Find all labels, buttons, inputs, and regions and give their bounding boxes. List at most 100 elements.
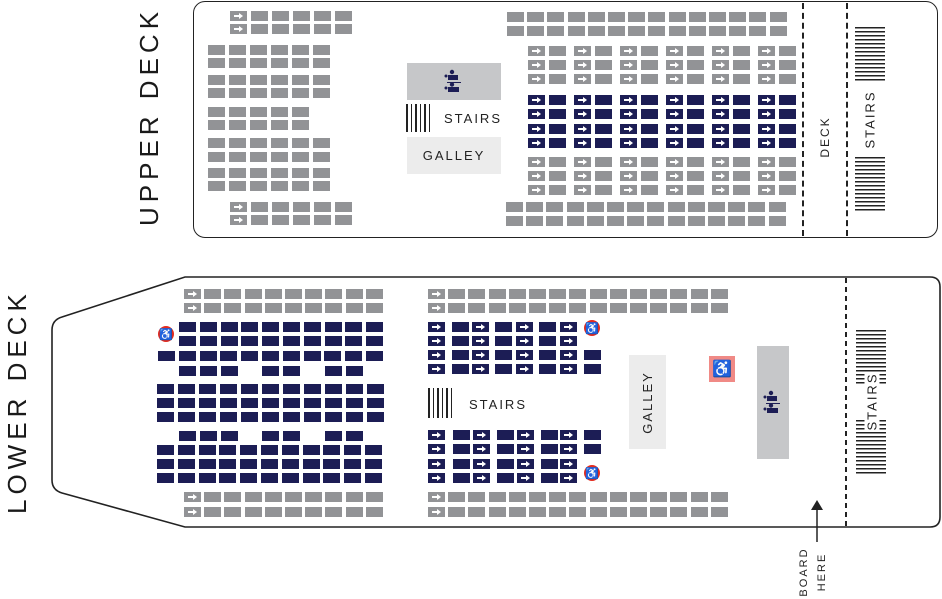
seat[interactable] [241,398,258,408]
seat[interactable] [157,398,174,408]
seat[interactable] [178,459,195,469]
seat[interactable] [489,303,506,313]
seat-priority[interactable] [472,336,489,346]
seat-priority[interactable] [473,430,490,440]
seat-priority[interactable] [428,430,445,440]
seat[interactable] [729,26,746,36]
seat[interactable] [271,45,288,55]
seat-priority[interactable] [528,185,545,195]
seat[interactable] [313,75,330,85]
seat[interactable] [549,157,566,167]
seat[interactable] [595,138,612,148]
seat[interactable] [689,26,706,36]
seat[interactable] [251,24,268,34]
seat-priority[interactable] [712,171,729,181]
seat[interactable] [241,412,258,422]
seat-priority[interactable] [574,185,591,195]
seat[interactable] [344,473,361,483]
seat[interactable] [325,336,342,346]
seat[interactable] [549,303,566,313]
seat[interactable] [314,24,331,34]
seat-priority[interactable] [230,215,247,225]
seat[interactable] [547,12,564,22]
seat[interactable] [691,303,708,313]
seat[interactable] [687,171,704,181]
seat[interactable] [208,120,225,130]
seat-priority[interactable] [666,46,683,56]
seat[interactable] [729,12,746,22]
seat[interactable] [208,181,225,191]
seat[interactable] [691,492,708,502]
seat[interactable] [584,430,601,440]
seat-priority[interactable] [560,336,577,346]
seat[interactable] [526,216,543,226]
seat[interactable] [452,364,469,374]
seat[interactable] [220,384,237,394]
seat[interactable] [468,303,485,313]
seat[interactable] [568,26,585,36]
seat[interactable] [292,58,309,68]
seat[interactable] [178,398,195,408]
seat[interactable] [178,445,195,455]
seat[interactable] [628,12,645,22]
seat[interactable] [229,107,246,117]
seat[interactable] [313,181,330,191]
seat[interactable] [630,289,647,299]
seat[interactable] [733,124,750,134]
seat[interactable] [670,303,687,313]
seat-priority[interactable] [230,202,247,212]
seat-priority[interactable] [666,138,683,148]
seat[interactable] [251,11,268,21]
seat[interactable] [157,384,174,394]
seat[interactable] [303,473,320,483]
seat[interactable] [325,366,342,376]
seat[interactable] [495,322,512,332]
seat[interactable] [229,152,246,162]
seat[interactable] [627,202,644,212]
seat[interactable] [549,185,566,195]
seat[interactable] [711,492,728,502]
seat[interactable] [303,459,320,469]
seat[interactable] [345,351,362,361]
seat[interactable] [200,431,217,441]
seat[interactable] [567,216,584,226]
seat[interactable] [641,124,658,134]
seat-priority[interactable] [620,124,637,134]
seat[interactable] [687,157,704,167]
seat[interactable] [250,45,267,55]
seat[interactable] [285,507,302,517]
seat[interactable] [595,124,612,134]
seat-priority[interactable] [428,350,445,360]
seat[interactable] [346,492,363,502]
seat[interactable] [687,138,704,148]
seat[interactable] [224,492,241,502]
seat-priority[interactable] [574,46,591,56]
seat[interactable] [229,45,246,55]
seat[interactable] [641,157,658,167]
seat[interactable] [245,303,262,313]
seat[interactable] [749,12,766,22]
seat[interactable] [733,46,750,56]
seat[interactable] [588,26,605,36]
seat[interactable] [265,507,282,517]
seat-priority[interactable] [712,124,729,134]
seat[interactable] [199,473,216,483]
seat[interactable] [157,412,174,422]
seat[interactable] [668,202,685,212]
seat[interactable] [711,507,728,517]
seat[interactable] [208,75,225,85]
seat[interactable] [587,202,604,212]
seat[interactable] [325,398,342,408]
seat[interactable] [648,12,665,22]
seat[interactable] [489,492,506,502]
seat-priority[interactable] [428,492,445,502]
seat[interactable] [367,412,384,422]
seat[interactable] [292,88,309,98]
seat[interactable] [568,12,585,22]
seat[interactable] [547,26,564,36]
seat[interactable] [262,431,279,441]
seat[interactable] [313,45,330,55]
seat[interactable] [325,412,342,422]
seat[interactable] [272,24,289,34]
seat[interactable] [590,303,607,313]
